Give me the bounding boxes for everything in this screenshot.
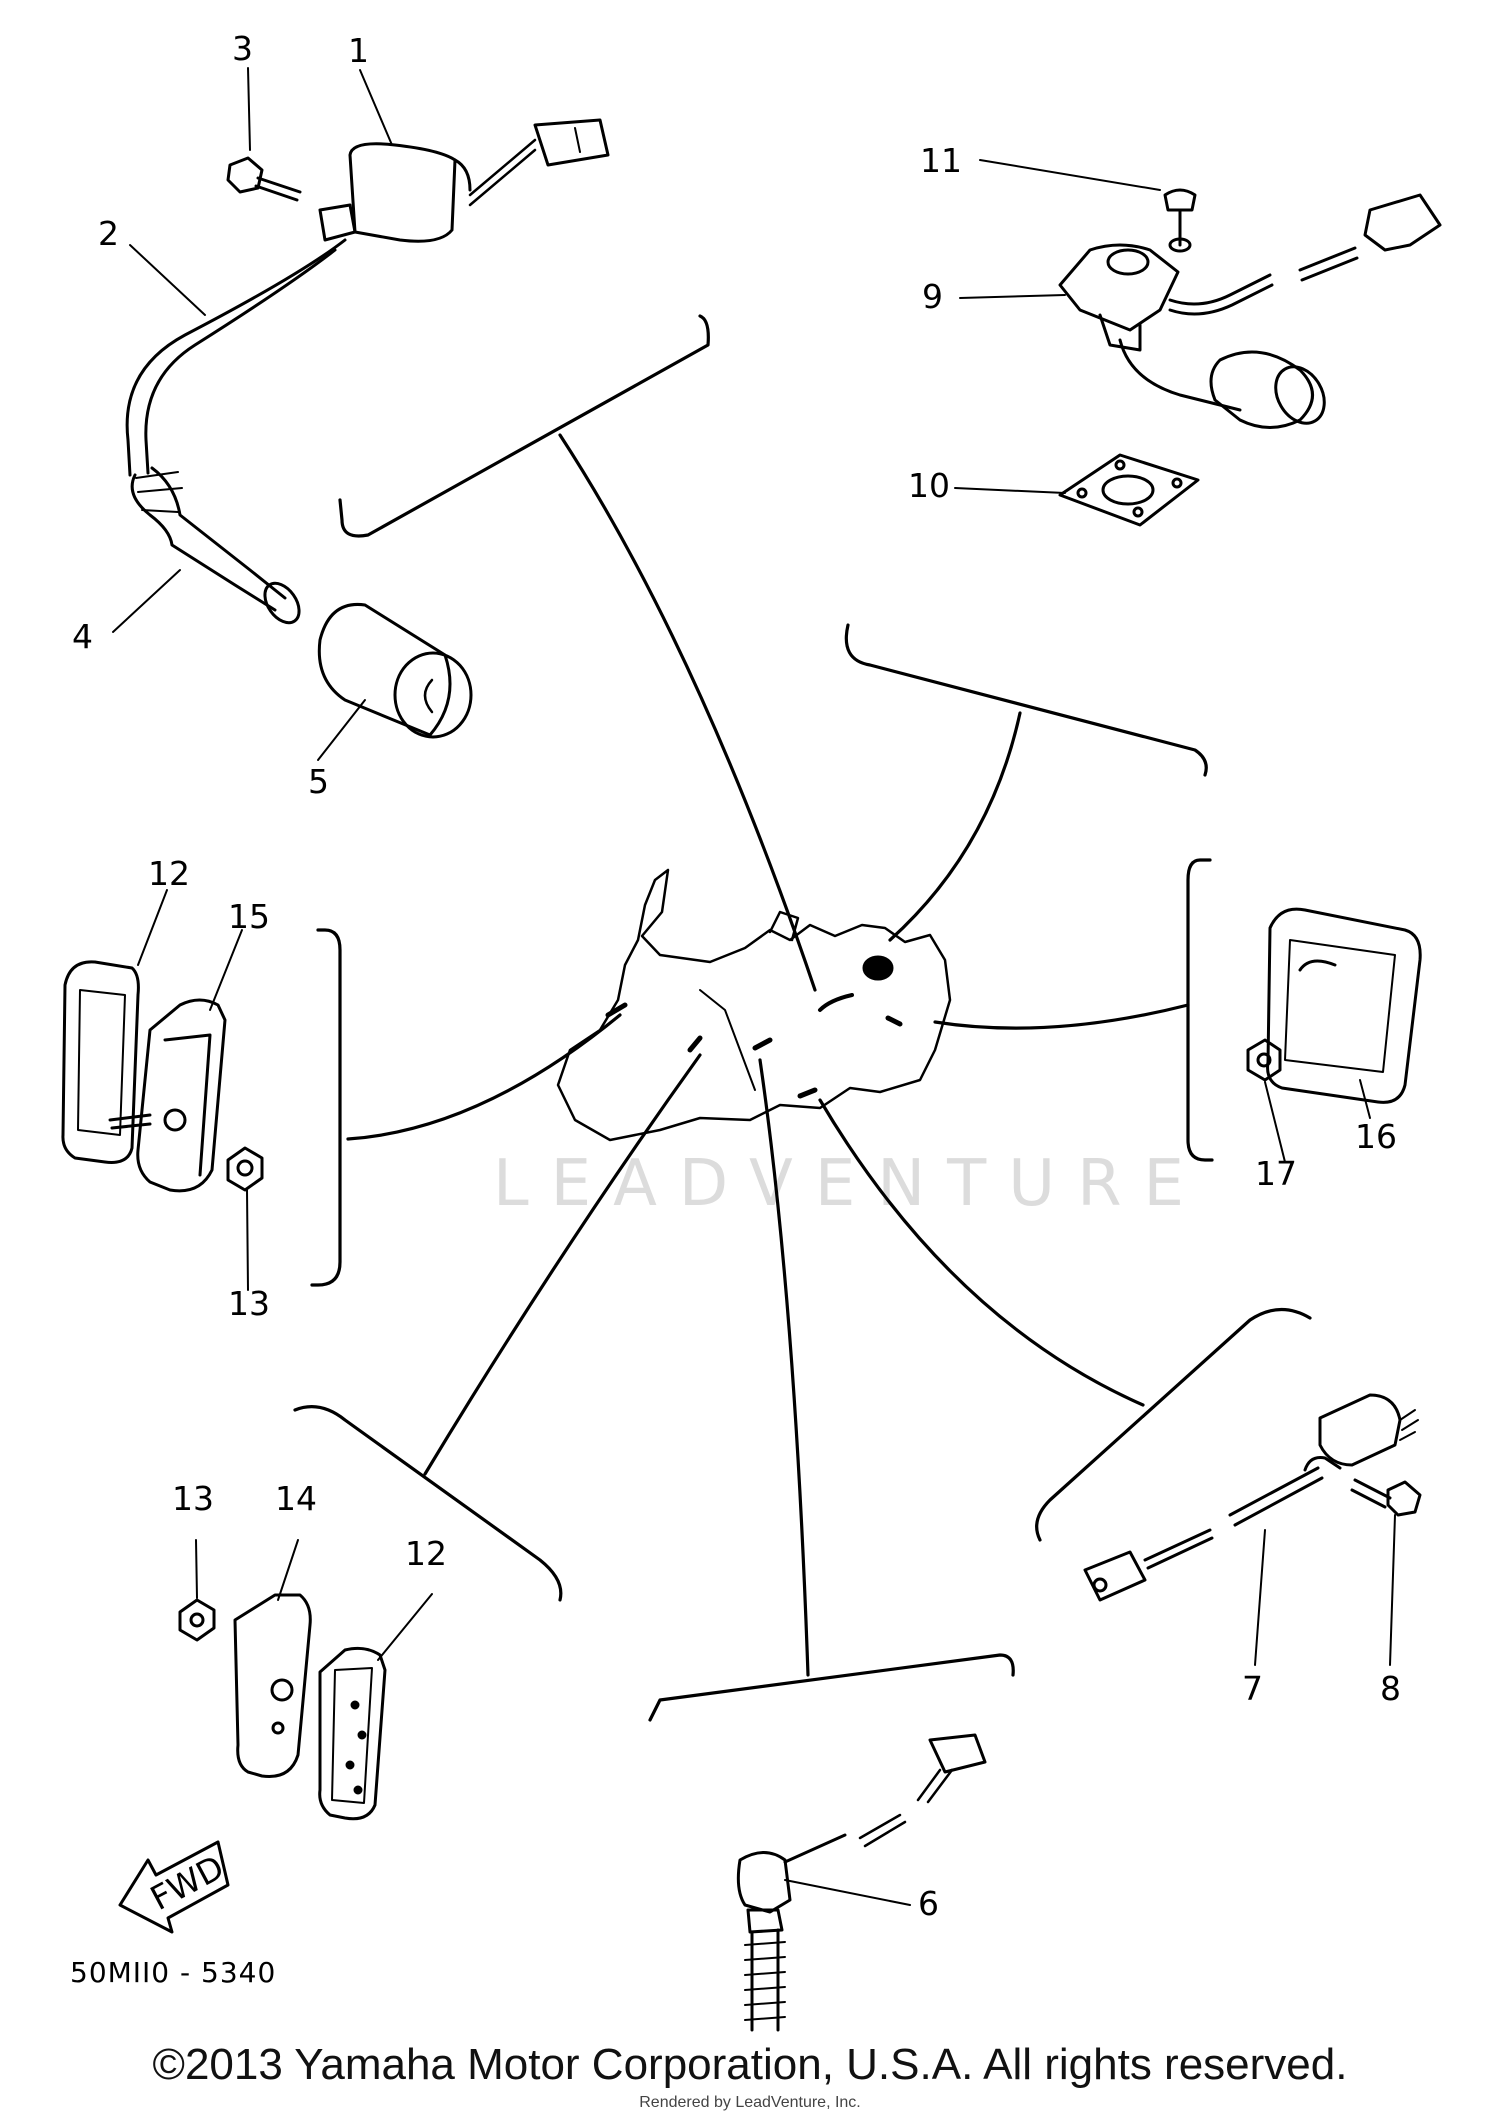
group-brackets	[293, 314, 1312, 1722]
bolt-8	[1350, 1478, 1422, 1517]
reflector-16-right	[1266, 907, 1422, 1104]
watermark-text: LEADVENTURE	[493, 1147, 1206, 1221]
callout-4: 4	[72, 617, 93, 656]
rendered-by-notice: Rendered by LeadVenture, Inc.	[639, 2094, 861, 2111]
sensor-7	[1083, 1393, 1419, 1602]
fwd-arrow	[118, 1840, 230, 1934]
callout-13-bottom: 13	[172, 1479, 214, 1518]
callout-5: 5	[308, 762, 329, 801]
drawing-code: 50MII0 - 5340	[70, 1956, 276, 1989]
plug-cap-4	[130, 466, 301, 625]
callout-15: 15	[228, 897, 270, 936]
callout-3: 3	[232, 29, 253, 68]
callout-labels: 1 2 3 4 5 6 7 8 9 10 11 12 12 13 13 14 1…	[72, 29, 1401, 1923]
callout-2: 2	[98, 214, 119, 253]
reflector-12-bottom	[318, 1646, 387, 1821]
callout-10: 10	[908, 466, 950, 505]
neutral-switch-6	[736, 1733, 987, 2032]
callout-14: 14	[275, 1479, 317, 1518]
callout-17: 17	[1255, 1154, 1297, 1193]
callout-13-left: 13	[228, 1284, 270, 1323]
callout-16: 16	[1355, 1117, 1397, 1156]
nut-13-left	[226, 1146, 264, 1192]
reflector-12-left	[61, 960, 140, 1164]
ignition-coil-1	[318, 118, 610, 243]
callout-12-left: 12	[148, 854, 190, 893]
callout-leaders	[112, 67, 1396, 1906]
reflector-holder-15-left	[108, 998, 227, 1193]
gasket-10	[1058, 453, 1200, 527]
callout-7: 7	[1242, 1669, 1263, 1708]
nut-13-bottom	[178, 1598, 216, 1642]
high-tension-cord-2	[125, 238, 347, 477]
plug-cover-5	[317, 602, 473, 739]
engine-silhouette	[556, 868, 952, 1142]
callout-8: 8	[1380, 1669, 1401, 1708]
reflector-holder-14	[233, 1593, 312, 1779]
callout-6: 6	[918, 1884, 939, 1923]
leader-lines	[346, 433, 1190, 1677]
callout-11: 11	[920, 141, 962, 180]
callout-1: 1	[348, 31, 369, 70]
copyright-notice: ©2013 Yamaha Motor Corporation, U.S.A. A…	[152, 2040, 1348, 2089]
callout-9: 9	[922, 277, 943, 316]
bolt-3	[226, 156, 302, 202]
screw-11	[1163, 188, 1197, 253]
fuel-sender-9	[1058, 193, 1442, 429]
callout-12-bottom: 12	[405, 1534, 447, 1573]
nut-17	[1246, 1038, 1282, 1082]
